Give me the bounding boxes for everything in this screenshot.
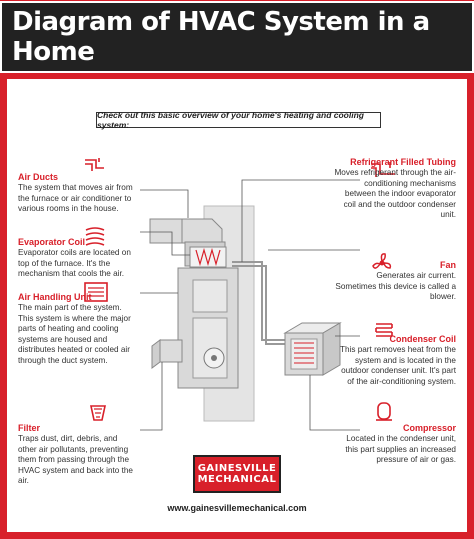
item-body: The main part of the system. This system… (18, 303, 131, 365)
item-filter: Filter Traps dust, dirt, debris, and oth… (18, 423, 136, 487)
condenser-unit (283, 322, 342, 376)
item-head: Compressor (402, 423, 456, 433)
evaporator-coil-graphic (189, 246, 227, 268)
item-body: Traps dust, dirt, debris, and other air … (18, 434, 133, 485)
item-condenser-coil: Condenser Coil This part removes heat fr… (334, 334, 456, 387)
title-bar: Diagram of HVAC System in a Home (0, 0, 474, 79)
item-body: This part removes heat from the system a… (339, 345, 456, 386)
item-head: Refrigerant Filled Tubing (350, 157, 456, 167)
item-body: Located in the condenser unit, this part… (345, 434, 456, 464)
return-duct (151, 339, 183, 369)
compressor-icon (374, 400, 394, 427)
evaporator-coil-icon (84, 227, 106, 252)
item-head: Air Handling Unit (18, 292, 92, 302)
item-head: Evaporator Coil (18, 237, 86, 247)
furnace-unit (177, 267, 239, 389)
fan-icon (370, 251, 394, 280)
item-evaporator-coil: Evaporator Coil Evaporator coils are loc… (18, 237, 136, 280)
item-body: Generates air current. Sometimes this de… (335, 271, 456, 301)
item-head: Fan (439, 260, 456, 270)
item-head: Air Ducts (18, 172, 59, 182)
refrigerant-tubing (232, 261, 285, 345)
company-logo: GAINESVILLE MECHANICAL (193, 455, 281, 493)
logo-line-2: MECHANICAL (197, 474, 277, 485)
item-compressor: Compressor Located in the condenser unit… (334, 423, 456, 466)
air-duct-icon (84, 156, 106, 177)
tubing-icon (370, 160, 396, 183)
item-air-handling-unit: Air Handling Unit The main part of the s… (18, 292, 136, 366)
item-refrigerant-tubing: Refrigerant Filled Tubing Moves refriger… (334, 157, 456, 221)
item-body: Evaporator coils are located on top of t… (18, 248, 131, 278)
item-body: Moves refrigerant through the air-condit… (334, 168, 456, 219)
condenser-coil-icon (374, 321, 394, 346)
item-air-ducts: Air Ducts The system that moves air from… (18, 172, 136, 215)
item-head: Condenser Coil (389, 334, 456, 344)
air-handler-icon (84, 282, 108, 307)
footer-url[interactable]: www.gainesvillemechanical.com (167, 503, 307, 513)
item-fan: Fan Generates air current. Sometimes thi… (334, 260, 456, 303)
filter-icon (88, 403, 108, 428)
item-head: Filter (18, 423, 41, 433)
item-body: The system that moves air from the furna… (18, 183, 133, 213)
page-title: Diagram of HVAC System in a Home (0, 0, 474, 73)
logo-line-1: GAINESVILLE (197, 463, 277, 474)
intro-text: Check out this basic overview of your ho… (96, 110, 381, 130)
leader-lines (140, 179, 360, 431)
